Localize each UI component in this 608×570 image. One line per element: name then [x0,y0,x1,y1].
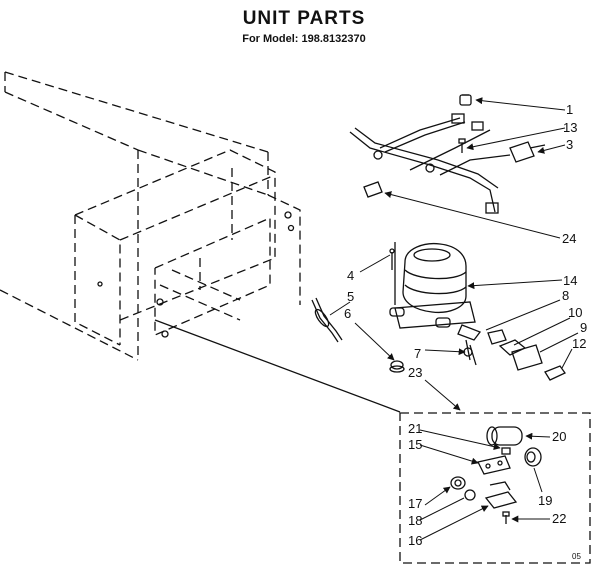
callout-4: 4 [347,268,354,283]
cabinet-outline [0,71,401,413]
callout-23: 23 [408,365,422,380]
callout-16: 16 [408,533,422,548]
callout-labels: 1 13 3 24 14 4 5 8 6 10 9 7 12 23 21 20 … [344,102,587,561]
callout-6: 6 [344,306,351,321]
callout-1: 1 [566,102,573,117]
part-13-screw [458,138,466,153]
callout-5: 5 [347,289,354,304]
wiring-harness [349,113,546,214]
callout-7: 7 [414,346,421,361]
part-4-bolt [389,248,395,270]
callout-3: 3 [566,137,573,152]
callout-12: 12 [572,336,586,351]
part-12-clip [544,365,566,381]
corner-code: 05 [572,552,581,561]
callout-8: 8 [562,288,569,303]
model-number: For Model: 198.8132370 [242,33,366,45]
callout-18: 18 [408,513,422,528]
callout-9: 9 [580,320,587,335]
diagram-title: UNIT PARTS [242,8,366,29]
starter-detail-box [399,412,591,564]
callout-21: 21 [408,421,422,436]
part-9-relay [511,344,543,371]
callout-15: 15 [408,437,422,452]
compressor [389,242,527,366]
callout-24: 24 [562,231,576,246]
callout-17: 17 [408,496,422,511]
part-1-terminal-cap [459,94,472,106]
part-6-grommet [389,360,405,373]
callout-13: 13 [563,120,577,135]
callout-20: 20 [552,429,566,444]
part-5-drier [311,297,343,343]
callout-22: 22 [552,511,566,526]
callout-10: 10 [568,305,582,320]
callout-19: 19 [538,493,552,508]
callout-14: 14 [563,273,577,288]
leader-lines [329,97,579,541]
part-24-clip [363,181,383,198]
